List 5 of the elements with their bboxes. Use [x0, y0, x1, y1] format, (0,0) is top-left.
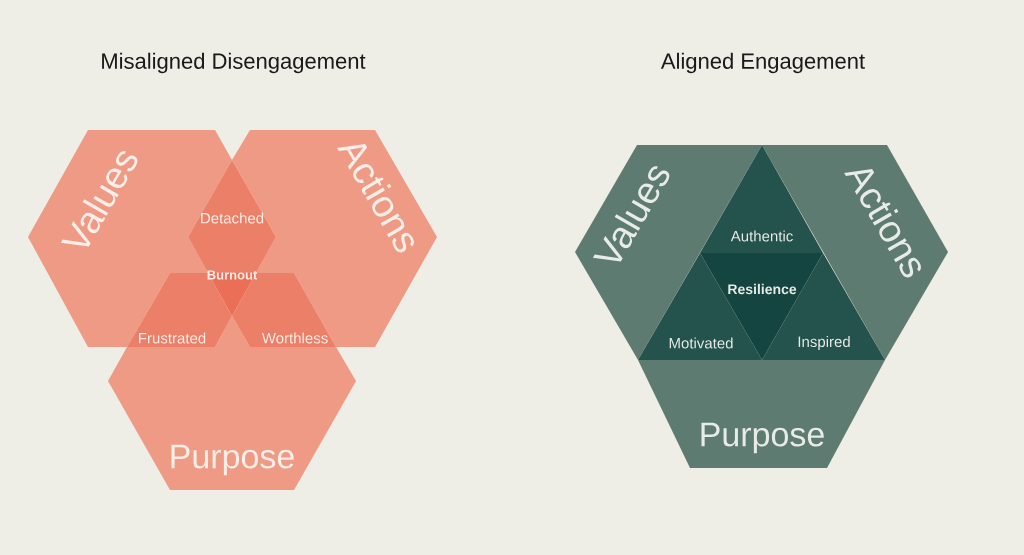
- heading: Misaligned Disengagement: [102, 52, 366, 74]
- overlap-region: Burnout: [207, 270, 258, 316]
- triangle: Authentic: [700, 145, 823, 253]
- segment: Purpose: [638, 360, 885, 468]
- heading: Aligned Engagement: [660, 52, 865, 74]
